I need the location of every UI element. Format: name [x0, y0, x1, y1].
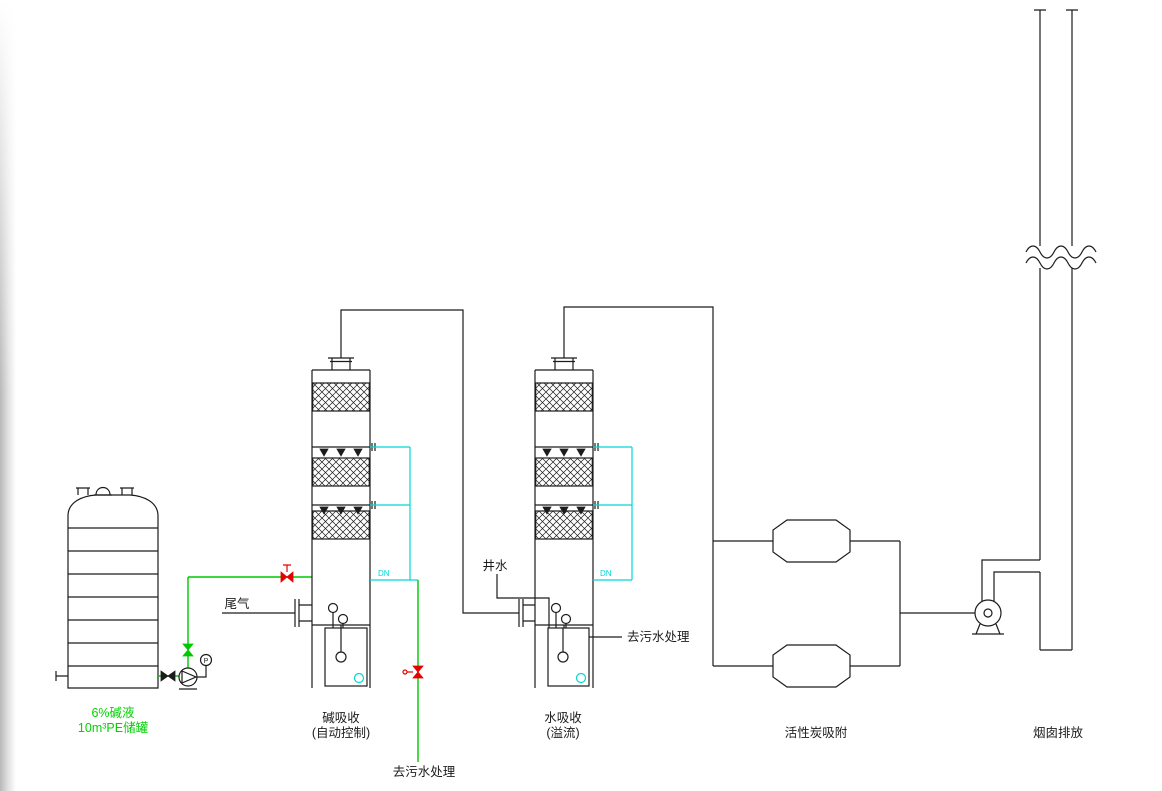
tower2-wall-flanges	[594, 443, 599, 509]
tank-ribs	[68, 527, 158, 667]
feed-line-valve	[182, 643, 194, 657]
tank-nozzle-left	[76, 487, 90, 495]
well-water-label: 井水	[482, 559, 508, 573]
carbon-adsorber-top	[772, 519, 851, 563]
tower2-spray-header-upper	[535, 446, 593, 457]
tower2-mode-label: (溢流)	[546, 726, 579, 740]
well-water-line	[496, 574, 550, 628]
water-scrubber-tower	[518, 357, 599, 688]
tower1-top-nozzle	[328, 357, 354, 370]
chimney-break-symbol	[1025, 245, 1097, 270]
tower2-instruments	[550, 602, 587, 684]
tower1-gas-inlet	[294, 599, 312, 627]
carbon-unit-label: 活性炭吸附	[785, 726, 848, 740]
tower1-drain-line	[402, 580, 424, 762]
tower1-mode-label: (自动控制)	[312, 726, 370, 740]
page-edge-fade	[0, 0, 20, 436]
tank-nozzle-right	[120, 487, 134, 495]
pressure-gauge: P	[197, 653, 213, 678]
feed-pump	[178, 667, 198, 690]
tower1-name-label: 碱吸收	[322, 711, 360, 725]
tower2-packing-upper	[535, 457, 593, 487]
tank-outlet-valve	[160, 670, 176, 682]
tower1-wall-flanges	[371, 443, 376, 509]
tower2-packing-lower	[535, 510, 593, 540]
drain-bottom-label: 去污水处理	[393, 765, 456, 779]
tower2-sump-pump	[575, 672, 587, 684]
drain-valve-red	[402, 665, 424, 679]
tower1-sump-pump	[353, 672, 365, 684]
induced-draft-fan	[972, 599, 1004, 635]
alkali-scrubber-tower	[294, 357, 376, 688]
chimney	[1025, 9, 1097, 651]
tower2-demister	[535, 382, 593, 412]
tower1-packing-upper	[312, 457, 370, 487]
tank-nozzle-center	[94, 486, 112, 496]
pressure-gauge-label: P	[204, 658, 209, 665]
tank-label-line1: 6%碱液	[91, 705, 135, 720]
tower2-name-label: 水吸收	[544, 711, 582, 725]
tower2-drain-label: 去污水处理	[627, 630, 690, 644]
carbon-outlet-piping	[850, 540, 975, 667]
tower2-spray-header-lower	[535, 504, 593, 515]
tower2-gas-inlet	[518, 599, 535, 627]
carbon-adsorber-bottom	[772, 644, 851, 688]
tower2-top-nozzle	[551, 357, 577, 370]
tank-label-line2: 10m³PE储罐	[78, 720, 149, 735]
tower1-spray-header-upper	[312, 446, 370, 457]
alkali-storage-tank	[55, 486, 159, 689]
alkali-feed-line	[158, 564, 312, 682]
fan-outlet-duct	[981, 559, 1040, 602]
overhead-pipe-2	[563, 306, 773, 667]
tower1-packing-lower	[312, 510, 370, 540]
tower1-circulation-piping: DN	[370, 446, 418, 581]
tower1-spray-header-lower	[312, 504, 370, 515]
stack-label: 烟囱排放	[1033, 725, 1084, 740]
control-valve-red	[280, 564, 294, 583]
tower2-circulation-piping: DN	[593, 446, 633, 581]
tail-gas-label: 尾气	[224, 596, 250, 611]
tank-left-outlet	[55, 671, 68, 681]
tower1-pipe-spec: DN	[378, 569, 390, 578]
tower2-pipe-spec: DN	[600, 569, 612, 578]
overhead-pipe-1	[340, 309, 519, 614]
tower1-instruments	[327, 602, 365, 684]
tower1-demister	[312, 382, 370, 412]
